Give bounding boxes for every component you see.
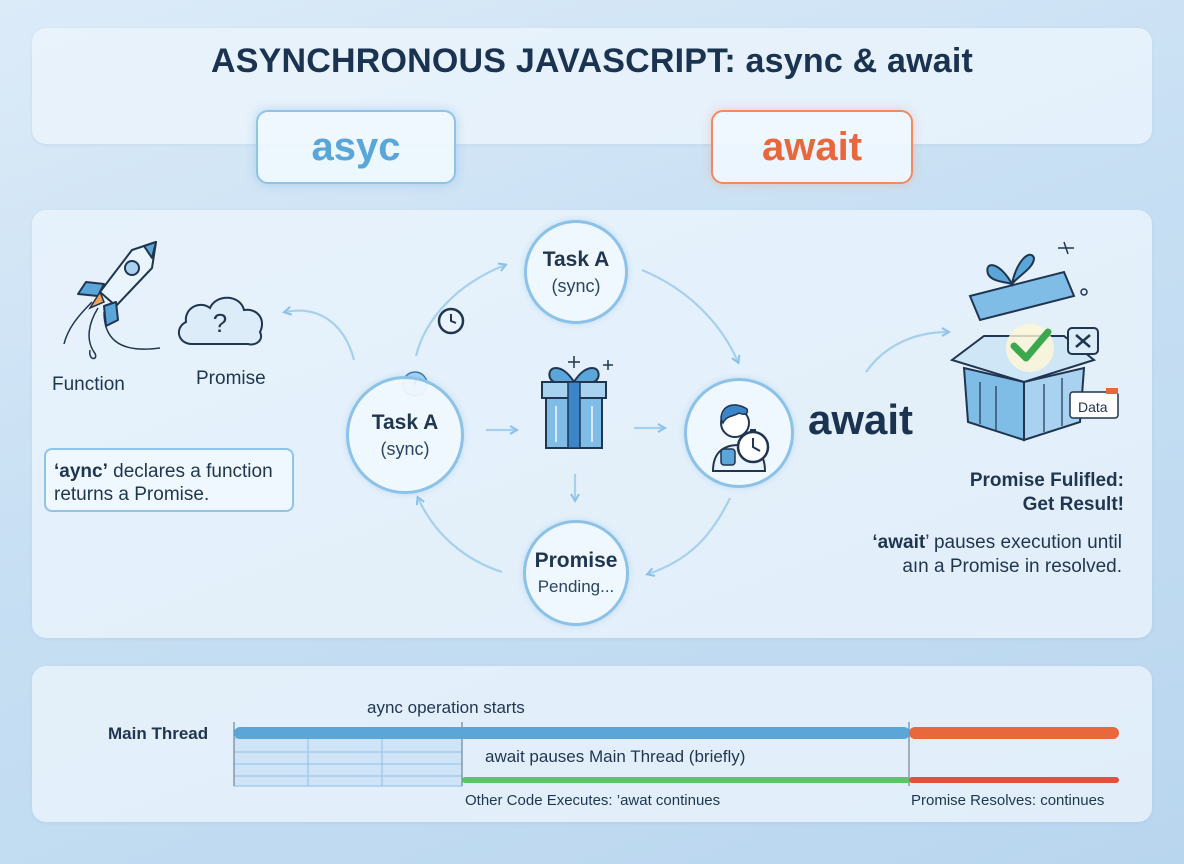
await-note-line1: ‘await’ pauses execution until [872,532,1122,554]
other-code-bar [462,777,910,783]
async-note-keyword: ‘aync’ [54,461,108,482]
await-pause-label: await pauses Main Thread (briefly) [485,747,746,766]
main-thread-label: Main Thread [108,724,209,743]
sparkle-icon [568,356,613,370]
cloud-question-icon: ? [177,296,263,346]
task-a-left-sub: (sync) [380,438,430,459]
open-box-icon [949,241,1119,442]
task-a-left-title: Task A [371,410,439,434]
clock-icon [437,307,465,335]
task-a-top-node: Task A (sync) [524,220,628,324]
await-note-text: ’ pauses execution until [925,532,1122,553]
promise-pending-title: Promise [534,549,618,572]
page-title: ASYNCHRONOUS JAVASCRIPT: async & await [210,42,974,80]
await-person-node [684,378,794,488]
function-label: Function [52,374,125,395]
await-note-line2: aın a Promise in resolved. [902,556,1122,577]
data-label: Data [1078,399,1108,415]
main-thread-continue-bar [909,727,1119,739]
x-icon [1075,334,1091,348]
promise-resolves-bar [909,777,1119,783]
title-panel [32,28,1152,144]
await-keyword: await [808,396,914,443]
main-thread-bar [234,727,910,739]
task-a-top-title: Task A [542,247,610,271]
async-tag: asyc [256,110,456,184]
promise-label: Promise [196,368,266,389]
async-tag-label: asyc [311,124,401,169]
person-stopwatch-icon [711,404,770,472]
promise-pending-node: Promise Pending... [523,520,629,626]
check-icon [1010,328,1052,362]
svg-text:?: ? [213,308,227,338]
async-note: ‘aync’ declares a function returns a Pro… [44,448,294,512]
promise-pending-sub: Pending... [537,577,615,596]
async-start-label: aync operation starts [367,698,525,717]
async-note-text: declares a function [107,461,273,482]
await-tag-label: await [761,124,863,169]
other-code-label: Other Code Executes: ’awat continues [465,792,721,809]
fulfilled-line1: Promise Fulifled: [969,470,1124,491]
task-a-left-node: Task A (sync) [346,376,464,494]
timeline-panel [32,666,1152,822]
fulfilled-line2: Get Result! [1022,494,1124,515]
await-tag: await [711,110,913,184]
async-note-line2: returns a Promise. [54,484,210,505]
rocket-icon [63,241,161,360]
gift-icon [541,367,607,449]
promise-resolves-label: Promise Resolves: continues [911,792,1105,809]
await-note-keyword: ‘await [872,532,926,553]
task-a-top-sub: (sync) [551,275,601,296]
timeline-grid-block [233,737,463,787]
